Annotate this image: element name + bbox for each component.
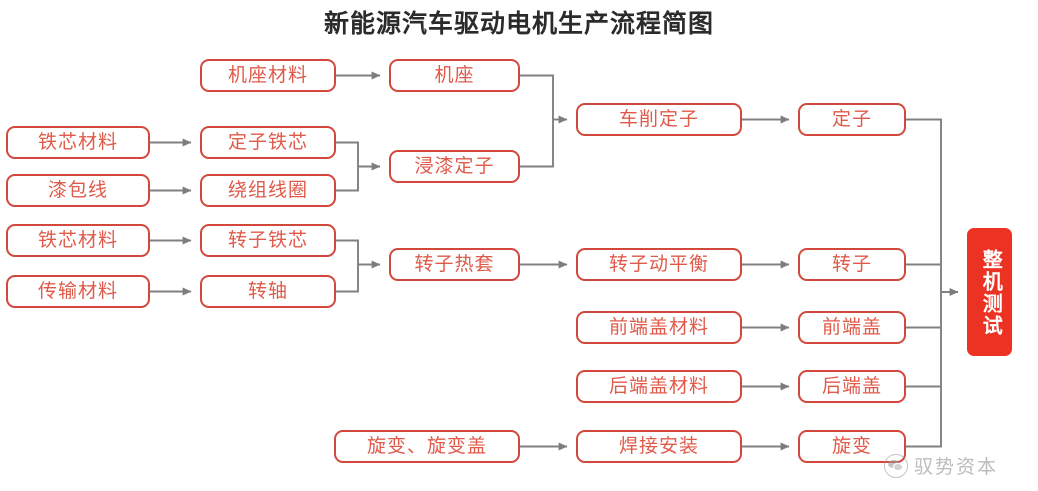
- edge-merge-rotor-core-shaft-to-zhuanzi-retao: [336, 239, 381, 293]
- node-jizuo-cailiao[interactable]: 机座材料: [200, 59, 336, 92]
- node-qibaoxian[interactable]: 漆包线: [6, 174, 150, 207]
- node-xuanbian-gai[interactable]: 旋变、旋变盖: [334, 430, 520, 463]
- node-zhuanzhou[interactable]: 转轴: [200, 275, 336, 308]
- node-zhengji-ceshi[interactable]: 整机测试: [967, 228, 1012, 356]
- node-tiexin-cailiao-2[interactable]: 铁芯材料: [6, 224, 150, 257]
- node-raozu-xianquan[interactable]: 绕组线圈: [200, 174, 336, 207]
- node-qianduangai[interactable]: 前端盖: [798, 311, 906, 344]
- node-houduangai[interactable]: 后端盖: [798, 370, 906, 403]
- node-dingzi-tiexin[interactable]: 定子铁芯: [200, 126, 336, 159]
- edge-merge-stator-core-coil-to-jinqi-dingzi: [336, 141, 381, 192]
- node-qianduangai-cl[interactable]: 前端盖材料: [576, 311, 742, 344]
- node-tiexin-cailiao-1[interactable]: 铁芯材料: [6, 126, 150, 159]
- node-zhuanzi-retao[interactable]: 转子热套: [389, 248, 520, 281]
- page-title: 新能源汽车驱动电机生产流程简图: [323, 10, 714, 38]
- edge-merge-jizuo-jinqi-to-chexiao-dingzi: [520, 74, 568, 168]
- node-dingzi[interactable]: 定子: [798, 103, 906, 136]
- node-zhuanzi-tiexin[interactable]: 转子铁芯: [200, 224, 336, 257]
- edge-collector-to-zhengji-ceshi: [906, 118, 959, 448]
- wechat-icon: [884, 453, 908, 478]
- node-jizuo[interactable]: 机座: [389, 59, 520, 92]
- node-zhuanzi-pingheng[interactable]: 转子动平衡: [576, 248, 742, 281]
- node-hanjie-anzhuang[interactable]: 焊接安装: [576, 430, 742, 463]
- watermark-label: 驭势资本: [914, 456, 999, 478]
- node-zhuanzi[interactable]: 转子: [798, 248, 906, 281]
- node-jinqi-dingzi[interactable]: 浸漆定子: [389, 150, 520, 183]
- node-chuanshu-cailiao[interactable]: 传输材料: [6, 275, 150, 308]
- node-chexiao-dingzi[interactable]: 车削定子: [576, 103, 742, 136]
- node-houduangai-cl[interactable]: 后端盖材料: [576, 370, 742, 403]
- node-xuanbian[interactable]: 旋变: [798, 430, 906, 463]
- watermark: 驭势资本: [884, 452, 998, 479]
